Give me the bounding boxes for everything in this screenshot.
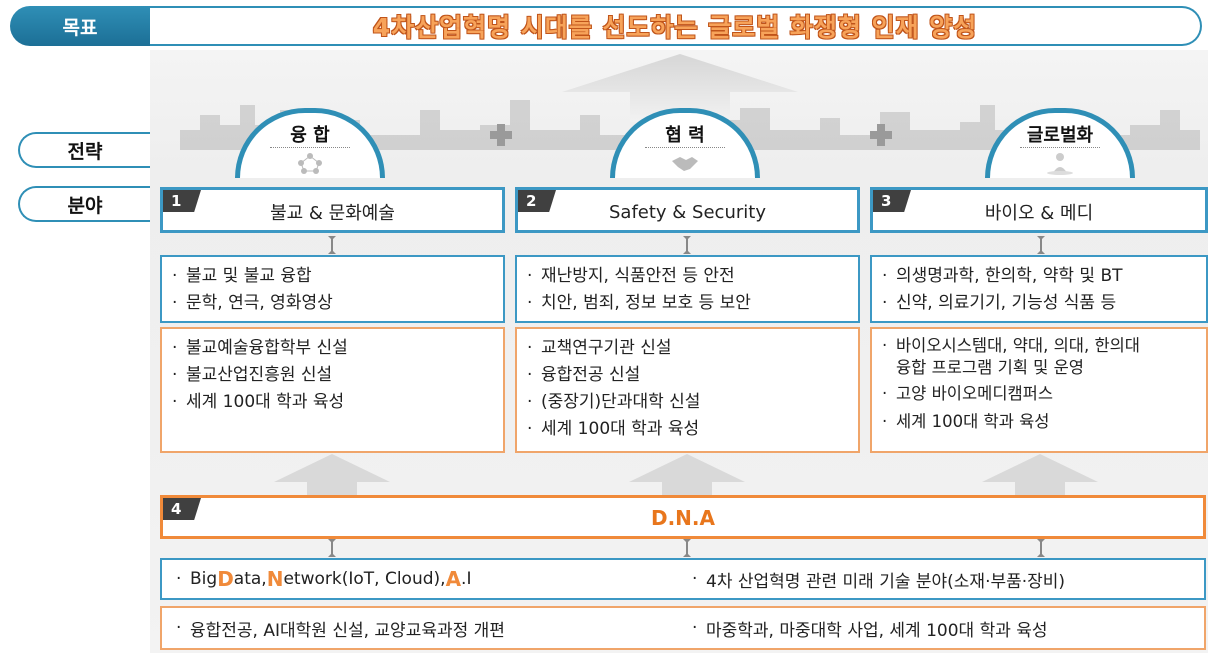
list-item: ·불교예술융합학부 신설 <box>172 338 348 358</box>
handshake-icon <box>672 157 698 171</box>
list-item: ·세계 100대 학과 육성 <box>172 392 345 412</box>
list-item: ·의생명과학, 한의학, 약학 및 BT <box>882 266 1123 286</box>
globe-person-icon <box>1047 153 1073 175</box>
dna-action-right: ·마중학과, 마중대학 사업, 세계 100대 학과 육성 <box>692 618 1048 641</box>
goal-label: 목표 <box>10 6 150 46</box>
list-item: ·신약, 의료기기, 기능성 식품 등 <box>882 293 1117 313</box>
field-actions-3: ·바이오시스템대, 약대, 의대, 한의대 융합 프로그램 기획 및 운영 ·고… <box>870 327 1208 453</box>
list-item: ·세계 100대 학과 육성 <box>882 412 1050 431</box>
dna-header: D.N.A 4 <box>160 495 1206 539</box>
connector-arrow <box>328 539 336 557</box>
connector-arrow <box>683 539 691 557</box>
list-item: ·세계 100대 학과 육성 <box>527 419 700 439</box>
strategy-label: 전략 <box>18 132 150 168</box>
list-item: ·고양 바이오메디캠퍼스 <box>882 384 1054 403</box>
goal-text: 4차산업혁명 시대를 선도하는 글로벌 화쟁형 인재 양성 <box>372 13 978 42</box>
list-item: ·불교산업진흥원 신설 <box>172 365 333 385</box>
strategy-title: 융 합 <box>290 125 330 146</box>
up-arrow <box>982 454 1098 502</box>
field-number-badge: 1 <box>163 190 201 212</box>
field-actions-2: ·교책연구기관 신설 ·융합전공 신설 ·(중장기)단과대학 신설 ·세계 10… <box>515 327 860 453</box>
field-actions-1: ·불교예술융합학부 신설 ·불교산업진흥원 신설 ·세계 100대 학과 육성 <box>160 327 505 453</box>
dna-action-left: ·융합전공, AI대학원 신설, 교양교육과정 개편 <box>176 618 505 641</box>
field-header-3: 바이오 & 메디 3 <box>870 187 1208 233</box>
list-item: ·재난방지, 식품안전 등 안전 <box>527 266 735 286</box>
plus-icon <box>490 124 512 146</box>
up-arrow <box>274 454 390 502</box>
list-item: ·치안, 범죄, 정보 보호 등 보안 <box>527 293 751 313</box>
dome-divider <box>645 147 725 148</box>
dna-title: D.N.A <box>650 506 715 530</box>
dome-divider <box>1020 147 1100 148</box>
dna-tech-right: ·4차 산업혁명 관련 미래 기술 분야(소재·부품·장비) <box>692 569 1066 592</box>
list-item-continued: 융합 프로그램 기획 및 운영 <box>896 358 1084 377</box>
connector-arrow <box>1037 236 1045 254</box>
list-item: ·융합전공 신설 <box>527 365 641 385</box>
field-areas-2: ·재난방지, 식품안전 등 안전 ·치안, 범죄, 정보 보호 등 보안 <box>515 255 860 323</box>
list-item: ·(중장기)단과대학 신설 <box>527 392 701 412</box>
list-item: ·불교 및 불교 융합 <box>172 266 312 286</box>
field-areas-1: ·불교 및 불교 융합 ·문학, 연극, 영화영상 <box>160 255 505 323</box>
plus-icon <box>870 124 892 146</box>
field-number-badge: 2 <box>518 190 556 212</box>
strategy-title: 글로벌화 <box>1026 125 1094 146</box>
connector-arrow <box>1037 539 1045 557</box>
field-title: 불교 & 문화예술 <box>270 203 395 224</box>
field-number-badge: 4 <box>163 498 201 520</box>
field-header-2: Safety & Security 2 <box>515 187 860 233</box>
goal-banner: 4차산업혁명 시대를 선도하는 글로벌 화쟁형 인재 양성 <box>150 6 1202 46</box>
list-item: ·바이오시스템대, 약대, 의대, 한의대 <box>882 336 1140 355</box>
big-up-arrow <box>562 54 798 122</box>
field-label: 분야 <box>18 186 150 222</box>
field-number-badge: 3 <box>873 190 911 212</box>
dome-divider <box>270 147 350 148</box>
strategy-title: 협 력 <box>665 125 705 146</box>
list-item: ·문학, 연극, 영화영상 <box>172 293 333 313</box>
connector-arrow <box>328 236 336 254</box>
connector-arrow <box>683 236 691 254</box>
field-title: 바이오 & 메디 <box>984 203 1094 224</box>
list-item: ·교책연구기관 신설 <box>527 338 672 358</box>
field-areas-3: ·의생명과학, 한의학, 약학 및 BT ·신약, 의료기기, 기능성 식품 등 <box>870 255 1208 323</box>
dna-action-row: ·융합전공, AI대학원 신설, 교양교육과정 개편 ·마중학과, 마중대학 사… <box>160 606 1206 650</box>
people-network-icon <box>298 153 322 174</box>
up-arrow <box>629 454 745 502</box>
field-title: Safety & Security <box>609 201 766 223</box>
field-header-1: 불교 & 문화예술 1 <box>160 187 505 233</box>
